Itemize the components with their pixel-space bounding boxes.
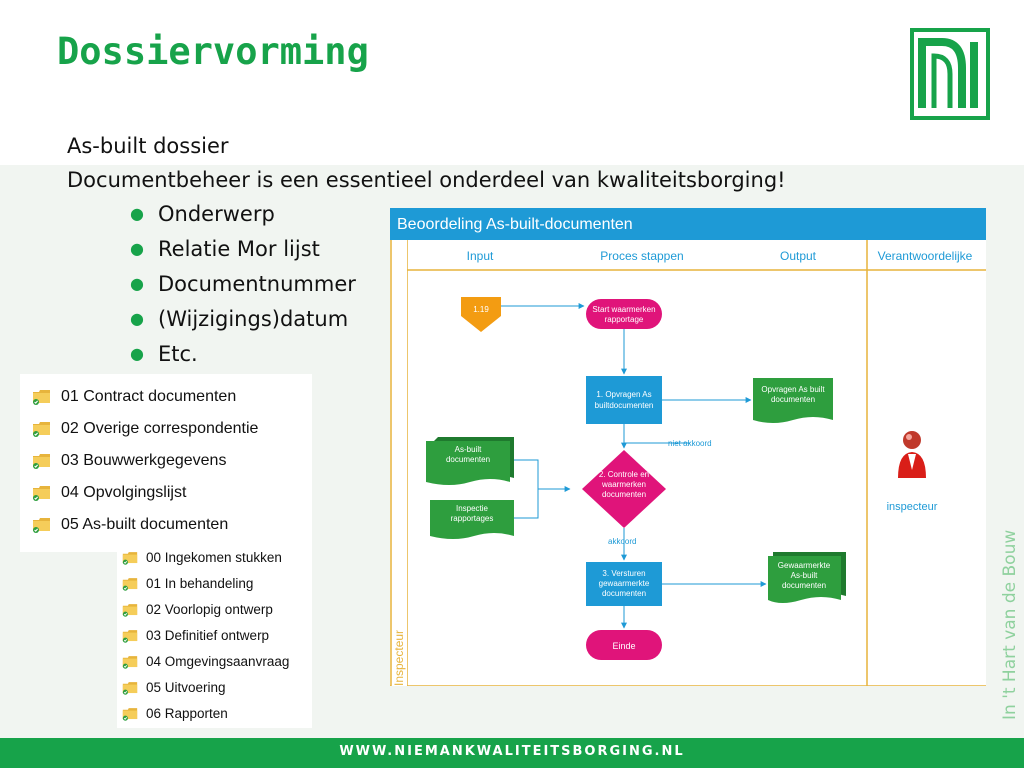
bullet-list: ●Onderwerp ●Relatie Mor lijst ●Documentn… [130,202,356,377]
folder-item[interactable]: 04 Opvolgingslijst [32,484,186,502]
svg-text:documenten: documenten [446,455,490,464]
svg-text:1. Opvragen As: 1. Opvragen As [596,390,651,399]
synced-folder-icon [122,603,138,617]
offpage-reference-label: 1.19 [473,305,489,314]
folder-item[interactable]: 05 As-built documenten [32,516,228,534]
synced-folder-icon [122,629,138,643]
column-header-process: Proces stappen [600,249,683,263]
synced-folder-icon [122,681,138,695]
svg-text:Gewaarmerkte: Gewaarmerkte [778,561,831,570]
subfolder-item[interactable]: 06 Rapporten [122,706,228,721]
svg-text:3. Versturen: 3. Versturen [602,569,645,578]
bullet-item: ●Relatie Mor lijst [130,237,356,272]
role-label: inspecteur [887,501,938,513]
bullet-item: ●(Wijzigings)datum [130,307,356,342]
synced-folder-icon [32,389,51,405]
folder-item[interactable]: 03 Bouwwerkgegevens [32,452,226,470]
synced-folder-icon [122,655,138,669]
synced-folder-icon [122,577,138,591]
svg-text:documenten: documenten [602,490,646,499]
diagram-title: Beoordeling As-built-documenten [397,216,633,233]
svg-text:waarmerken: waarmerken [601,480,646,489]
bullet-item: ●Etc. [130,342,356,377]
process-step-1 [586,376,662,424]
lane-label: Inspecteur [392,630,406,686]
svg-text:Opvragen As built: Opvragen As built [761,385,825,394]
column-header-input: Input [467,249,494,263]
synced-folder-icon [122,707,138,721]
svg-text:gewaarmerkte: gewaarmerkte [599,579,650,588]
footer-url[interactable]: WWW.NIEMANKWALITEITSBORGING.NL [0,744,1024,759]
folder-list-main: 01 Contract documenten 02 Overige corres… [20,374,312,552]
bullet-item: ●Documentnummer [130,272,356,307]
subfolder-item[interactable]: 01 In behandeling [122,576,253,591]
subfolder-item[interactable]: 03 Definitief ontwerp [122,628,269,643]
folder-list-sub: 00 Ingekomen stukken 01 In behandeling 0… [117,546,312,728]
svg-text:Einde: Einde [612,641,635,651]
subfolder-item[interactable]: 02 Voorlopig ontwerp [122,602,273,617]
not-agree-label: niet akkoord [668,439,712,448]
start-terminator [586,299,662,329]
column-header-responsible: Verantwoordelijke [878,249,973,263]
svg-text:As-built: As-built [791,571,818,580]
svg-text:documenten: documenten [782,581,826,590]
synced-folder-icon [32,421,51,437]
slide-title: Dossiervorming [57,30,369,73]
synced-folder-icon [32,517,51,533]
synced-folder-icon [122,551,138,565]
svg-text:builtdocumenten: builtdocumenten [595,401,654,410]
bullet-item: ●Onderwerp [130,202,356,237]
synced-folder-icon [32,485,51,501]
svg-text:As-built: As-built [455,445,482,454]
side-tagline: In 't Hart van de Bouw [1000,530,1020,720]
folder-item[interactable]: 02 Overige correspondentie [32,420,258,438]
intro-heading: As-built dossier [67,134,229,158]
folder-item[interactable]: 01 Contract documenten [32,388,236,406]
svg-text:rapportages: rapportages [451,514,494,523]
svg-text:rapportage: rapportage [605,315,644,324]
svg-text:2. Controle en: 2. Controle en [599,470,649,479]
intro-statement: Documentbeheer is een essentieel onderde… [67,168,786,192]
process-flow-diagram: Beoordeling As-built-documenten Input Pr… [390,208,986,686]
company-logo [910,28,990,120]
subfolder-item[interactable]: 00 Ingekomen stukken [122,550,282,565]
synced-folder-icon [32,453,51,469]
subfolder-item[interactable]: 05 Uitvoering [122,680,226,695]
column-header-output: Output [780,249,817,263]
svg-text:Inspectie: Inspectie [456,504,489,513]
svg-text:documenten: documenten [771,395,815,404]
subfolder-item[interactable]: 04 Omgevingsaanvraag [122,654,289,669]
svg-text:documenten: documenten [602,589,646,598]
svg-text:Start waarmerken: Start waarmerken [592,305,655,314]
agree-label: akkoord [608,537,636,546]
